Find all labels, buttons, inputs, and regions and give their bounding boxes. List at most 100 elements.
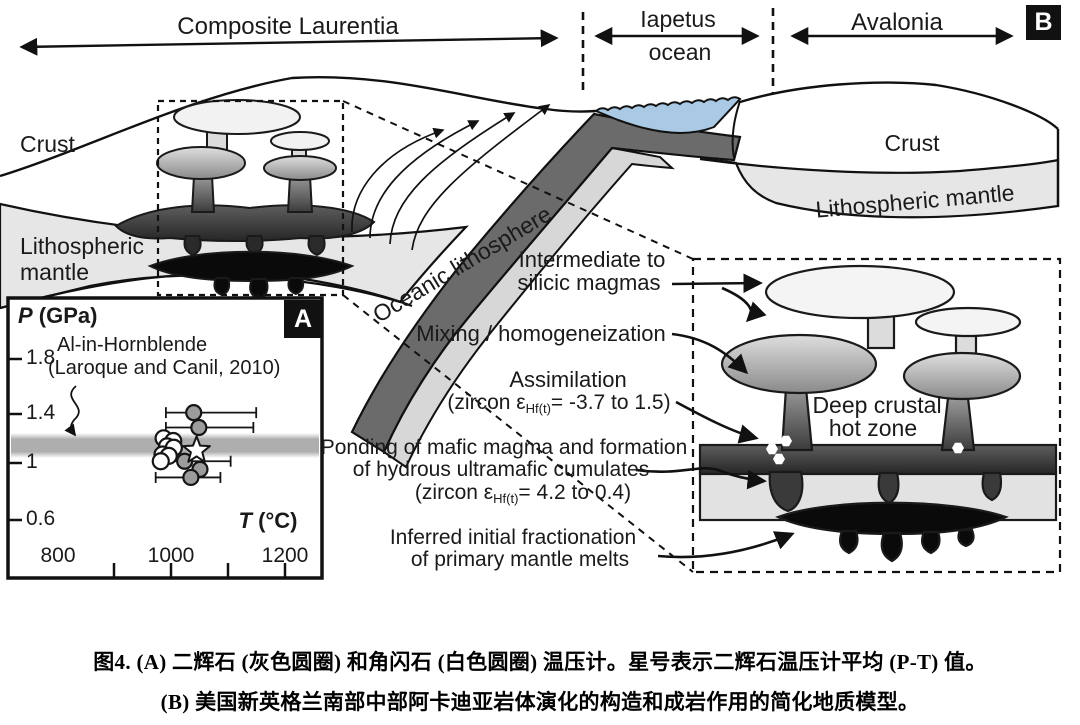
oceanic-slab-crust-layer xyxy=(350,112,742,454)
mafic-sill-small xyxy=(114,204,376,242)
two-pyroxene-point xyxy=(176,452,194,470)
crust-right-label: Crust xyxy=(884,130,940,156)
crust-left-label: Crust xyxy=(20,131,75,157)
hornblende-point xyxy=(151,452,170,471)
avalonia-label: Avalonia xyxy=(851,9,943,36)
caption-line1: 图4. (A) 二辉石 (灰色圆圈) 和角闪石 (白色圆圈) 温压计。星号表示二… xyxy=(93,650,987,674)
epsilon-subscript: Hf(t) xyxy=(493,491,519,506)
panel-b-label: B xyxy=(1026,5,1061,40)
melt-drip xyxy=(213,277,231,297)
laurentia-label: Composite Laurentia xyxy=(177,13,399,40)
two-pyroxene-point xyxy=(185,404,203,422)
assimilation-post: = -3.7 to 1.5) xyxy=(550,391,671,414)
ponding-pre: (zircon ε xyxy=(414,481,494,504)
silicic-cap-large xyxy=(764,264,956,320)
ponding-label-line1: Ponding of mafic magma and formation xyxy=(320,436,688,459)
band-annotation-line2: (Laroque and Canil, 2010) xyxy=(48,357,281,379)
y-tick-1.4: 1.4 xyxy=(26,401,56,424)
sill-drip-large xyxy=(981,471,1003,502)
chart-data-points xyxy=(151,404,258,487)
intermediate-arrow-curved xyxy=(721,286,767,323)
x-tick-800: 800 xyxy=(40,544,76,567)
x-axis-unit: (°C) xyxy=(252,508,298,533)
sill-drip xyxy=(307,235,326,257)
zircon-hexagon xyxy=(773,453,785,465)
y-tick-0.6: 0.6 xyxy=(26,507,56,530)
silicic-cap-small xyxy=(173,99,301,135)
y-axis-title: P (GPa) xyxy=(18,304,97,327)
intermediate-label-line2: silicic magmas xyxy=(517,270,661,295)
assimilation-pre: (zircon ε xyxy=(447,391,526,414)
inferred-label-line1: Inferred initial fractionation xyxy=(389,526,637,549)
fluid-flux-arrows xyxy=(351,104,551,251)
zircon-hexagon xyxy=(952,442,964,454)
inset-chart xyxy=(6,296,324,580)
ponding-label-line3: (zircon εHf(t)= 4.2 to 0.4) xyxy=(414,481,632,506)
hot-zone-label-line1: Deep crustal xyxy=(812,392,942,418)
melt-drip-large xyxy=(839,529,859,555)
zircon-hexagon xyxy=(780,435,792,447)
axis-ticks xyxy=(8,357,287,577)
lith-mantle-left-line2: mantle xyxy=(20,259,90,285)
intermediate-cap-large xyxy=(902,351,1022,401)
panel-a-label: A xyxy=(284,300,322,338)
epsilon-subscript: Hf(t) xyxy=(525,401,551,416)
avalonia-coast-line xyxy=(731,100,741,159)
iapetus-label-line1: Iapetus xyxy=(640,6,716,32)
assimilation-label-values: (zircon εHf(t)= -3.7 to 1.5) xyxy=(447,391,671,416)
big-dashed-box xyxy=(691,257,1062,574)
avalonia-surface xyxy=(739,81,1059,130)
y-axis-symbol: P xyxy=(18,303,33,328)
laurentia-surface xyxy=(0,76,597,178)
x-tick-1200: 1200 xyxy=(261,544,309,567)
small-dashed-box xyxy=(156,99,345,297)
mixing-arrow xyxy=(671,332,749,375)
magma-stem xyxy=(190,175,216,213)
melt-drip-large xyxy=(957,528,975,548)
right-lithospheric-mantle xyxy=(699,157,1060,219)
top-band-arrows xyxy=(19,8,1014,94)
y-axis-unit: (GPa) xyxy=(32,303,98,328)
ponding-arrow xyxy=(635,466,767,490)
assimilation-arrow xyxy=(675,400,759,444)
mixing-label: Mixing / homogeneization xyxy=(416,321,666,346)
band-annotation-line1: Al-in-Hornblende xyxy=(57,334,208,356)
silicic-cap-small xyxy=(270,131,330,151)
y-tick-1: 1 xyxy=(26,450,38,473)
hot-zone-label-line2: hot zone xyxy=(828,415,918,441)
inferred-label-line2: of primary mantle melts xyxy=(410,548,630,571)
intermediate-arrow-straight xyxy=(671,273,763,293)
caption-line2: (B) 美国新英格兰南部中部阿卡迪亚岩体演化的构造和成岩作用的简化地质模型。 xyxy=(160,690,920,714)
iapetus-label-line2: ocean xyxy=(648,39,712,65)
deep-crustal-hot-zone-system xyxy=(698,264,1058,563)
annotation-arrows xyxy=(635,273,795,559)
primary-melt-lens-small xyxy=(147,250,355,283)
intermediate-cap-small xyxy=(156,146,246,180)
y-tick-1.8: 1.8 xyxy=(26,346,56,369)
sill-drip-large xyxy=(768,470,804,513)
mean-pt-star xyxy=(182,435,211,463)
x-axis-title: T (°C) xyxy=(239,509,298,532)
ponding-post: = 4.2 to 0.4) xyxy=(518,481,632,504)
assimilation-label-title: Assimilation xyxy=(509,367,627,392)
zircon-hexagon xyxy=(766,443,778,455)
two-pyroxene-point xyxy=(182,468,200,487)
zoom-link-dashes xyxy=(156,99,1062,574)
lith-mantle-left-line1: Lithospheric xyxy=(20,233,145,259)
iapetus-water xyxy=(594,96,742,134)
zircon-crystals xyxy=(766,435,964,465)
melt-drip-large xyxy=(921,530,941,555)
x-axis-symbol: T xyxy=(238,508,252,533)
x-tick-1000: 1000 xyxy=(147,544,195,567)
intermediate-label-line1: Intermediate to xyxy=(518,247,666,272)
intermediate-cap-large xyxy=(720,333,878,395)
melt-drip xyxy=(287,277,305,296)
ponding-label-line2: of hydrous ultramafic cumulates xyxy=(352,458,650,481)
magma-stem xyxy=(286,175,314,213)
zoom-connector-bottom xyxy=(342,294,694,573)
melt-drip-large xyxy=(880,531,903,563)
intermediate-cap-small xyxy=(263,155,337,181)
silicic-cap-large xyxy=(914,306,1022,338)
